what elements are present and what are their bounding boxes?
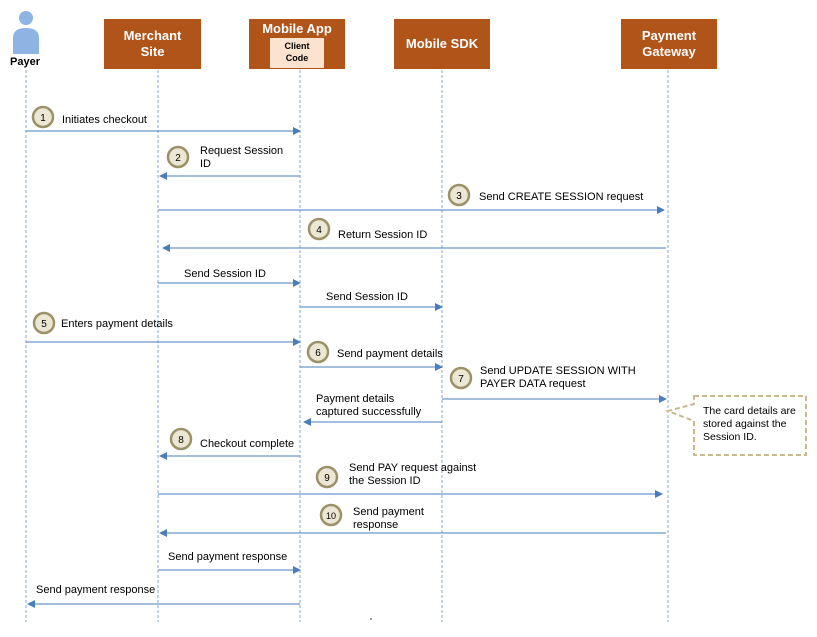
actor-merchant-line1: Merchant: [123, 28, 182, 43]
actor-mobile-app-label: Mobile App: [262, 21, 332, 36]
step-badge-6: 6: [306, 340, 330, 364]
note-line-3: Session ID.: [703, 431, 757, 443]
note-callout: [664, 395, 807, 456]
step-badge-3: 3: [447, 183, 471, 207]
actor-mobile-sdk-label: Mobile SDK: [405, 36, 479, 51]
svg-text:7: 7: [458, 374, 464, 385]
actor-merchant-site: Merchant Site: [104, 19, 201, 69]
step-2-label-line1: Request Session: [200, 145, 284, 157]
captured-label-line2: captured successfully: [316, 406, 422, 418]
captured-label-line1: Payment details: [316, 393, 395, 405]
step-badge-5: 5: [32, 311, 56, 335]
step-badge-10: 10: [319, 503, 343, 527]
actor-payment-gateway: Payment Gateway: [621, 19, 717, 69]
step-badge-7: 7: [449, 366, 473, 390]
note-line-2: stored against the: [703, 418, 787, 430]
svg-text:9: 9: [324, 473, 330, 484]
client-code-box: Client Code: [270, 38, 324, 68]
svg-text:10: 10: [326, 511, 336, 521]
svg-text:2: 2: [175, 153, 181, 164]
step-9-label-line2: the Session ID: [349, 475, 421, 487]
svg-text:1: 1: [40, 113, 46, 124]
svg-text:4: 4: [316, 225, 322, 236]
step-8-label: Checkout complete: [200, 438, 295, 450]
client-code-line2: Code: [285, 53, 309, 63]
actor-payer-label: Payer: [10, 56, 40, 68]
step-4-label: Return Session ID: [338, 229, 428, 241]
actor-gateway-line2: Gateway: [642, 44, 696, 59]
svg-text:6: 6: [315, 348, 321, 359]
step-badge-1: 1: [31, 105, 55, 129]
step-10-label-line1: Send payment: [353, 506, 424, 518]
svg-text:8: 8: [178, 435, 184, 446]
svg-text:3: 3: [456, 191, 462, 202]
payer-person-icon: [13, 11, 39, 54]
svg-text:5: 5: [41, 319, 47, 330]
step-2-label-line2: ID: [200, 158, 211, 170]
step-6-label: Send payment details: [337, 348, 443, 360]
actor-mobile-sdk: Mobile SDK: [394, 19, 490, 69]
step-7-label-line1: Send UPDATE SESSION WITH: [480, 365, 636, 377]
step-3-label: Send CREATE SESSION request: [479, 191, 644, 203]
actor-gateway-line1: Payment: [641, 28, 697, 43]
step-1-label: Initiates checkout: [62, 114, 147, 126]
client-code-line1: Client: [284, 41, 310, 51]
step-7-label-line2: PAYER DATA request: [480, 378, 586, 390]
note-line-1: The card details are: [703, 405, 796, 417]
send-session-id-label-1: Send Session ID: [184, 268, 266, 280]
send-payment-response-label-2: Send payment response: [36, 584, 156, 596]
send-session-id-label-2: Send Session ID: [326, 291, 408, 303]
stray-mark: [370, 618, 372, 620]
step-5-label: Enters payment details: [61, 318, 173, 330]
step-10-label-line2: response: [353, 519, 399, 531]
step-9-label-line1: Send PAY request against: [349, 462, 477, 474]
step-badge-2: 2: [166, 145, 190, 169]
step-badge-9: 9: [315, 465, 339, 489]
send-payment-response-label-1: Send payment response: [168, 551, 288, 563]
note-text: The card details are stored against the …: [703, 405, 796, 444]
step-badge-8: 8: [169, 427, 193, 451]
actor-merchant-line2: Site: [140, 44, 165, 59]
step-badge-4: 4: [307, 217, 331, 241]
